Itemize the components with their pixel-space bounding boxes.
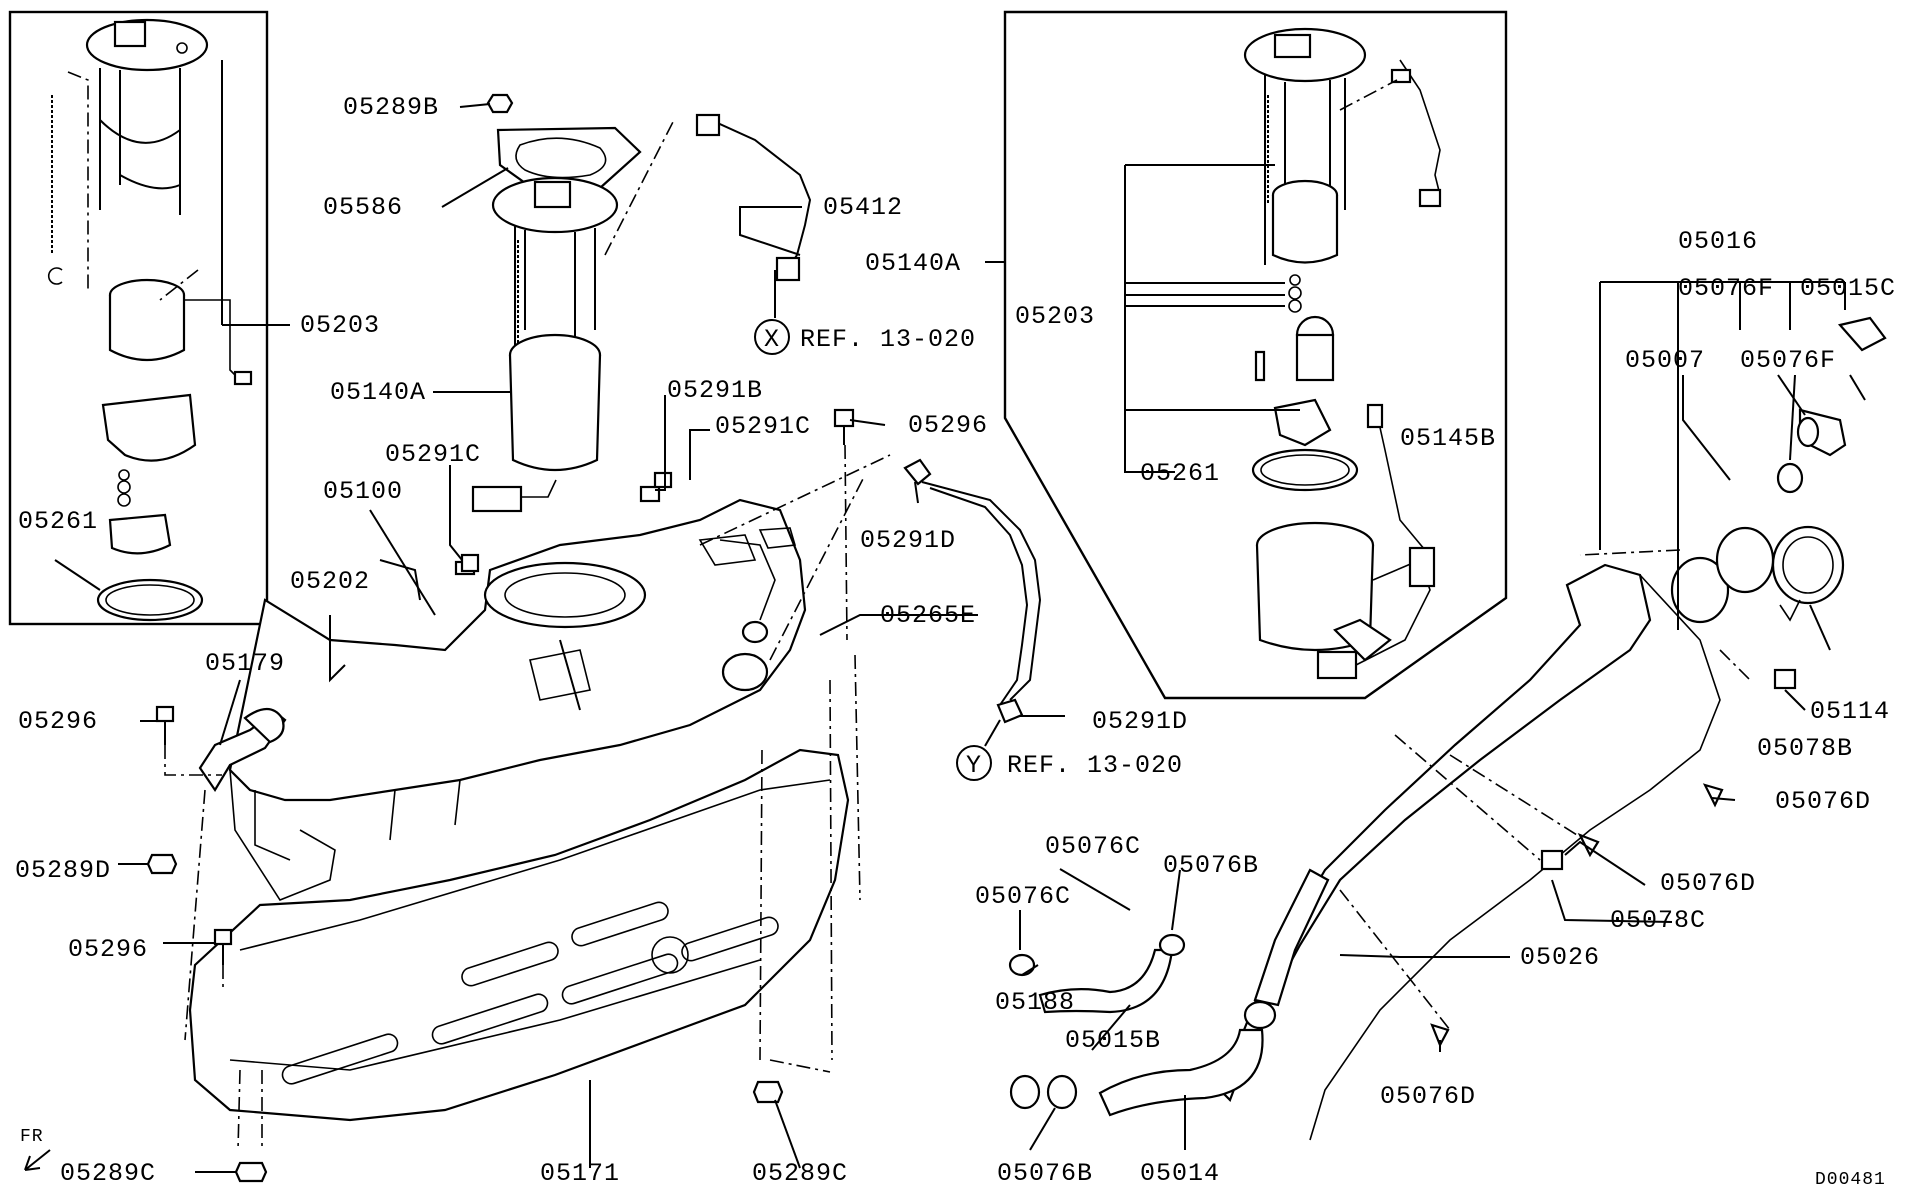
diagram-code: D00481 bbox=[1815, 1170, 1886, 1187]
ref-x-circle bbox=[754, 319, 790, 355]
skid-plate bbox=[188, 679, 850, 1183]
label-05188: 05188 bbox=[995, 988, 1075, 1017]
label-05114: 05114 bbox=[1810, 697, 1890, 726]
label-05007: 05007 bbox=[1625, 346, 1705, 375]
left-inset-frame bbox=[8, 10, 269, 626]
label-05076F-top: 05076F bbox=[1678, 274, 1774, 303]
ref-y-symbol: Y bbox=[966, 751, 982, 780]
reference-markers: X REF. 13-020 Y REF. 13-020 bbox=[754, 270, 1183, 781]
label-05203-left: 05203 bbox=[300, 311, 380, 340]
label-05179: 05179 bbox=[205, 649, 285, 678]
part-labels: 05289B 05586 05412 05140A 05203 05203 05… bbox=[15, 93, 1896, 1187]
right-inset-pump-assembly bbox=[1003, 10, 1508, 700]
label-05076D-mid: 05076D bbox=[1660, 869, 1756, 898]
label-05412: 05412 bbox=[823, 193, 903, 222]
label-05296-left-2: 05296 bbox=[68, 935, 148, 964]
top-bolt-and-vent-hose bbox=[699, 408, 1042, 901]
label-05140A-left: 05140A bbox=[330, 378, 426, 407]
filler-neck-assembly bbox=[1008, 316, 1887, 1141]
label-05291C-top: 05291C bbox=[715, 412, 811, 441]
fr-arrow-icon bbox=[24, 1149, 51, 1171]
label-05076C-left: 05076C bbox=[975, 882, 1071, 911]
ref-x-symbol: X bbox=[764, 325, 780, 354]
pump-flange bbox=[85, 18, 209, 72]
fr-label: FR bbox=[20, 1127, 44, 1147]
ref-x-text: REF. 13-020 bbox=[800, 325, 976, 354]
label-05078B: 05078B bbox=[1757, 734, 1853, 763]
label-05076B-bottom: 05076B bbox=[997, 1159, 1093, 1187]
label-05586: 05586 bbox=[323, 193, 403, 222]
label-05289B: 05289B bbox=[343, 93, 439, 122]
label-05140A-right: 05140A bbox=[865, 249, 961, 278]
leader-lines bbox=[54, 60, 1866, 1173]
label-05291D-top: 05291D bbox=[860, 526, 956, 555]
fuel-tank bbox=[228, 498, 807, 901]
label-05145B: 05145B bbox=[1400, 424, 1496, 453]
label-05296-left-1: 05296 bbox=[18, 707, 98, 736]
front-direction-marker: FR bbox=[20, 1127, 51, 1171]
label-05289C-mid: 05289C bbox=[752, 1159, 848, 1187]
label-05015C: 05015C bbox=[1800, 274, 1896, 303]
label-05289D: 05289D bbox=[15, 856, 111, 885]
ref-y-circle bbox=[956, 745, 992, 781]
label-05014: 05014 bbox=[1140, 1159, 1220, 1187]
label-05076C-top: 05076C bbox=[1045, 832, 1141, 861]
label-05291B: 05291B bbox=[667, 376, 763, 405]
center-pump-assembly bbox=[454, 93, 812, 576]
label-05203-right: 05203 bbox=[1015, 302, 1095, 331]
label-05015B: 05015B bbox=[1065, 1026, 1161, 1055]
left-bracket bbox=[146, 705, 287, 1041]
label-05202: 05202 bbox=[290, 567, 370, 596]
label-05261-left: 05261 bbox=[18, 507, 98, 536]
label-05289C-left: 05289C bbox=[60, 1159, 156, 1187]
ref-y-text: REF. 13-020 bbox=[1007, 751, 1183, 780]
label-05026: 05026 bbox=[1520, 943, 1600, 972]
label-05100: 05100 bbox=[323, 477, 403, 506]
label-05291C-left: 05291C bbox=[385, 440, 481, 469]
label-05076D-bottom: 05076D bbox=[1380, 1082, 1476, 1111]
label-05171: 05171 bbox=[540, 1159, 620, 1187]
label-05076B-top: 05076B bbox=[1163, 851, 1259, 880]
label-05261-right: 05261 bbox=[1140, 459, 1220, 488]
left-inset-pump-assembly bbox=[8, 10, 269, 626]
label-05076F-mid: 05076F bbox=[1740, 346, 1836, 375]
label-05296-top: 05296 bbox=[908, 411, 988, 440]
label-05265E: 05265E bbox=[880, 601, 976, 630]
label-05291D-bottom: 05291D bbox=[1092, 707, 1188, 736]
label-05078C: 05078C bbox=[1610, 906, 1706, 935]
label-05016: 05016 bbox=[1678, 227, 1758, 256]
label-05076D-right: 05076D bbox=[1775, 787, 1871, 816]
